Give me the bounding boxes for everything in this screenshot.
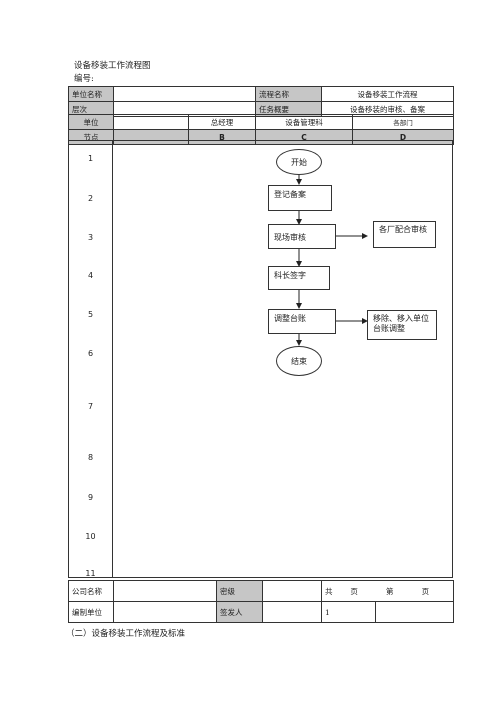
row-number: 8 (87, 453, 94, 462)
row-number: 6 (87, 349, 94, 358)
row-number: 2 (87, 194, 94, 203)
company-value[interactable] (113, 580, 217, 602)
compiler-label: 编制单位 (68, 601, 114, 623)
header-row-unit: 单位 总经理 设备管理科 各部门 (68, 114, 454, 130)
factories-review-step: 各厂配合审核 (373, 221, 436, 248)
document-title: 设备移装工作流程图 (74, 61, 151, 71)
secret-label: 密级 (216, 580, 263, 602)
pages-unit-label: 页 (421, 586, 431, 596)
unit-label: 单位 (68, 114, 114, 130)
move-adjust-step: 移除、移入单位台账调整 (367, 310, 437, 340)
row-number: 10 (85, 532, 96, 541)
start-label: 开始 (291, 157, 307, 167)
adjust-ledger-step: 调整台账 (268, 309, 336, 334)
issuer-value[interactable] (262, 601, 322, 623)
site-review-step: 现场审核 (268, 224, 336, 249)
footer-blank (374, 601, 455, 623)
issuer-label: 签发人 (216, 601, 263, 623)
move-adjust-label: 移除、移入单位台账调整 (373, 314, 429, 333)
unit-name-label: 单位名称 (68, 86, 114, 102)
row-number: 4 (87, 271, 94, 280)
pages-total-label: 共 (325, 586, 334, 596)
section-note: （二）设备移装工作流程及标准 (66, 629, 186, 639)
pages-unit-label: 页 (350, 586, 359, 596)
document-code-label: 编号: (74, 74, 94, 84)
level-label: 层次 (68, 101, 114, 117)
section-sign-step: 科长签字 (268, 266, 330, 290)
node-number-column: 1 2 3 4 5 6 7 8 9 10 11 (68, 140, 113, 578)
company-label: 公司名称 (68, 580, 114, 602)
row-number: 5 (87, 310, 94, 319)
site-review-label: 现场审核 (274, 233, 306, 242)
footer-row-compiler: 编制单位 签发人 1 (68, 601, 455, 623)
row-number: 9 (87, 493, 94, 502)
register-label: 登记备案 (274, 190, 306, 199)
page-count: 共 页 第 页 (320, 580, 455, 602)
end-terminal: 结束 (276, 346, 322, 376)
register-step: 登记备案 (268, 185, 332, 211)
compiler-value[interactable] (113, 601, 217, 623)
secret-value[interactable] (262, 580, 322, 602)
pages-current-label: 第 (386, 586, 395, 596)
page-number: 1 (321, 601, 376, 623)
row-number: 1 (87, 154, 94, 163)
row-number: 11 (85, 569, 96, 578)
task-summary-label: 任务概要 (255, 101, 322, 117)
section-sign-label: 科长签字 (274, 271, 306, 280)
footer-row-company: 公司名称 密级 共 页 第 页 (68, 580, 455, 602)
start-terminal: 开始 (276, 149, 322, 175)
flowchart-area (68, 140, 453, 578)
adjust-ledger-label: 调整台账 (274, 314, 306, 323)
row-number: 3 (87, 233, 94, 242)
end-label: 结束 (291, 356, 307, 366)
row-number: 7 (87, 402, 94, 411)
factories-review-label: 各厂配合审核 (379, 225, 427, 234)
footer-table: 公司名称 密级 共 页 第 页 编制单位 签发人 1 (68, 580, 455, 623)
